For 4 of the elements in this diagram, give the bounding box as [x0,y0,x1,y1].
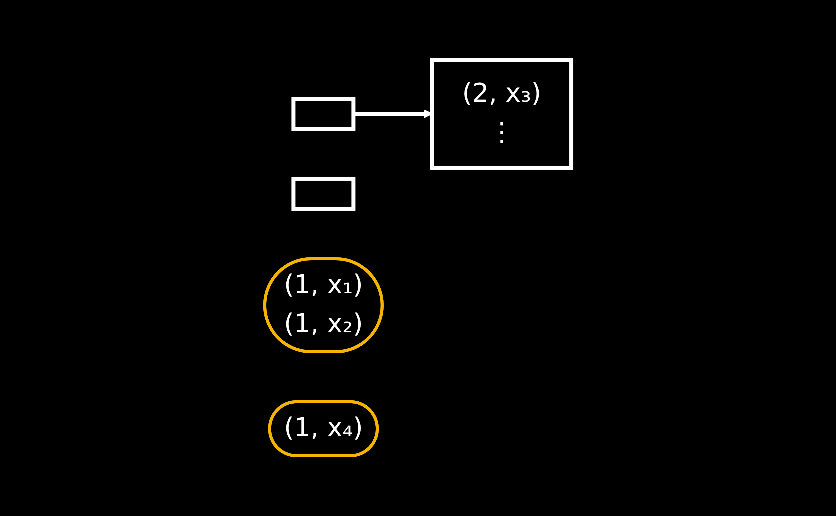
node-box [291,177,356,211]
arrow [353,110,432,118]
node-box [291,97,356,131]
node-box: (2, x₃) ⋮ [430,58,574,170]
